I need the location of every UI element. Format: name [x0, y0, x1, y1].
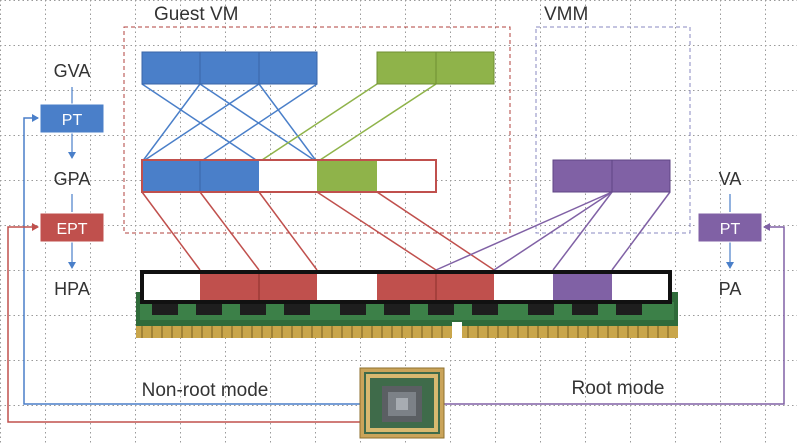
gva-pages-green: [376, 51, 495, 85]
gva-label: GVA: [54, 61, 91, 81]
cpu-chip-icon: [359, 367, 445, 439]
host-page-table-label: PT: [720, 221, 741, 238]
non-root-mode-ept-path: [7, 223, 360, 423]
gva-page: [199, 51, 260, 85]
gva-page: [258, 51, 318, 85]
root-mode-pt-path: [444, 223, 785, 405]
gpa-label: GPA: [54, 169, 91, 189]
gva-to-gpa-mappings: [141, 83, 437, 163]
gva-page: [141, 51, 201, 85]
vmm-region: [535, 26, 691, 234]
non-root-mode-label: Non-root mode: [142, 380, 269, 401]
va-label: VA: [719, 169, 742, 189]
gva-page: [435, 51, 495, 85]
gva-page: [376, 51, 437, 85]
guest-vm-title: Guest VM: [154, 4, 238, 25]
va-pages: [552, 159, 671, 193]
va-to-pa-mappings: [435, 191, 671, 271]
host-page-table-box: [697, 212, 763, 243]
gpa-pages: [141, 159, 437, 193]
hpa-row-outline: [140, 270, 672, 304]
pa-label: PA: [719, 279, 742, 299]
non-root-mode-pt-path: [23, 114, 360, 405]
guest-page-table-box: [39, 103, 105, 134]
gpa-row-outline: [141, 159, 437, 193]
gpa-to-hpa-mappings: [141, 191, 495, 271]
gva-pages: [141, 51, 318, 85]
guest-page-table-label: PT: [62, 112, 83, 129]
ept-label: EPT: [56, 221, 87, 238]
guest-vm-region: [123, 26, 511, 234]
root-mode-label: Root mode: [572, 378, 665, 399]
ept-box: [39, 212, 105, 243]
vmm-title: VMM: [544, 4, 588, 25]
hpa-pages: [140, 270, 672, 304]
hpa-label: HPA: [54, 279, 90, 299]
